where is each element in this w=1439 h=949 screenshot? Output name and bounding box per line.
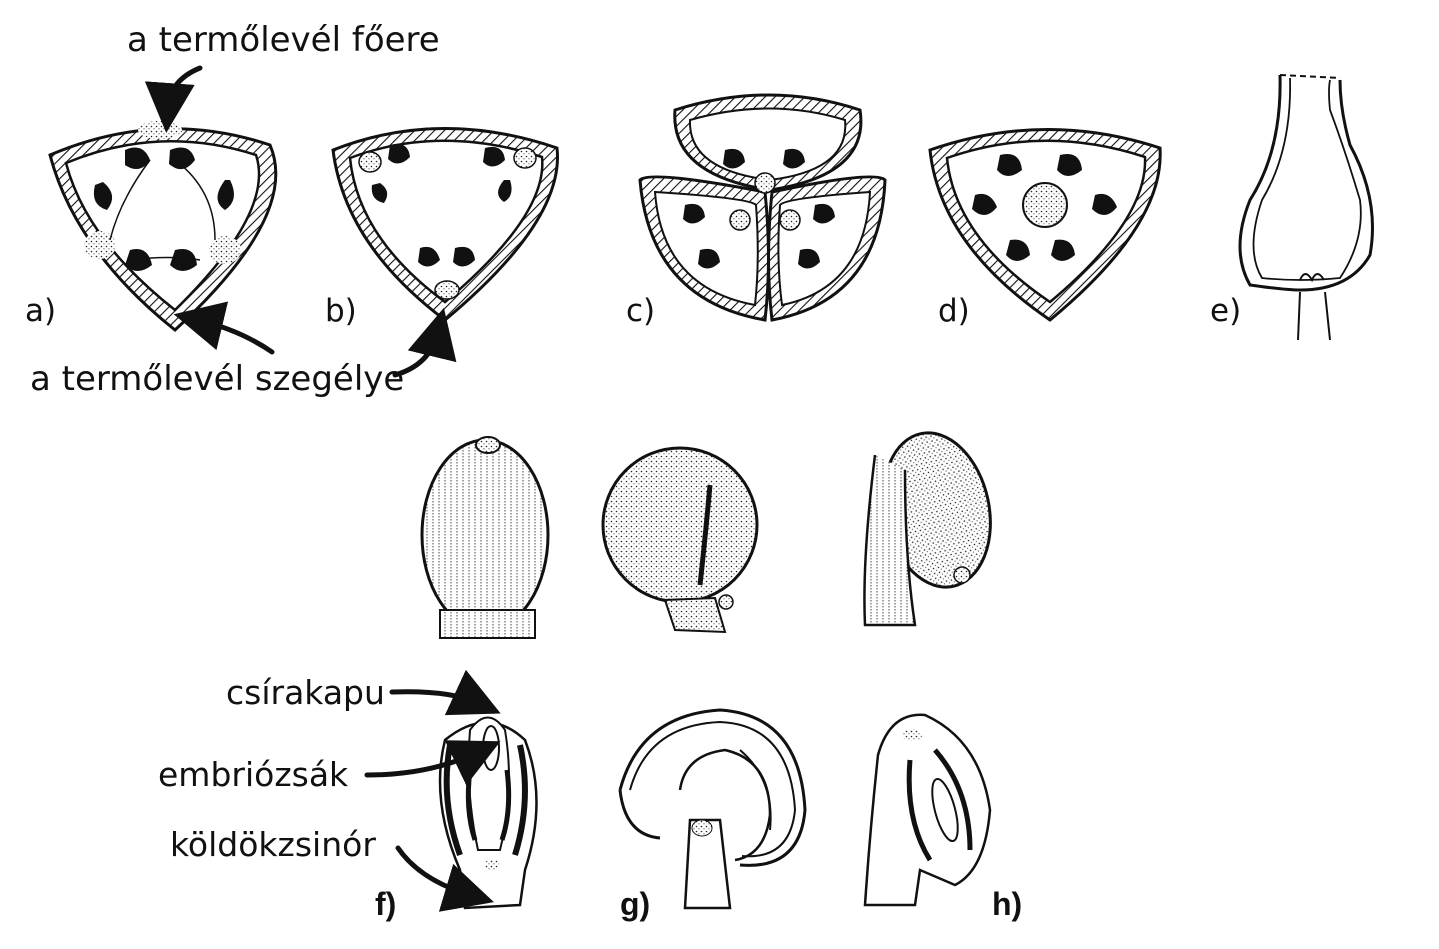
- label-embryo-sac: embriózsák: [158, 755, 349, 794]
- panel-label-d: d): [938, 293, 970, 329]
- panel-label-f: f): [375, 886, 397, 922]
- arrow-embryo-sac: [364, 740, 501, 786]
- panel-label-a: a): [25, 293, 57, 329]
- arrow-carpel-midrib: [144, 65, 203, 133]
- arrow-carpel-margin-a: [173, 301, 275, 355]
- ovule-g-exterior: [601, 446, 759, 634]
- panel-label-e: e): [1210, 293, 1242, 329]
- arrow-carpel-margin-b: [392, 307, 457, 378]
- arrow-funiculus: [395, 845, 494, 912]
- diagram-c-axile-placentation: [638, 93, 887, 322]
- label-funiculus: köldökzsinór: [170, 825, 376, 864]
- panel-label-b: b): [325, 293, 357, 329]
- ovule-f-exterior: [420, 436, 550, 639]
- arrow-micropyle: [389, 669, 501, 716]
- diagram-d-central-placentation: [928, 128, 1162, 322]
- ovule-g-section: [618, 708, 807, 910]
- panel-label-h: h): [992, 886, 1023, 922]
- arrows: [144, 65, 501, 912]
- label-micropyle: csírakapu: [226, 673, 385, 712]
- ovule-f-section: [438, 716, 538, 910]
- diagram-b-parietal-placentation: [331, 127, 559, 322]
- ovule-h-section: [863, 713, 992, 907]
- ovule-h-exterior: [863, 431, 992, 627]
- diagram-e-basal-placentation: [1238, 74, 1374, 341]
- label-carpel-midrib: a termőlevél főere: [127, 20, 440, 60]
- panel-label-g: g): [620, 886, 651, 922]
- panel-label-c: c): [626, 293, 656, 329]
- label-carpel-margin: a termőlevél szegélye: [30, 359, 405, 399]
- diagram-a-parietal-placentation: [48, 121, 278, 332]
